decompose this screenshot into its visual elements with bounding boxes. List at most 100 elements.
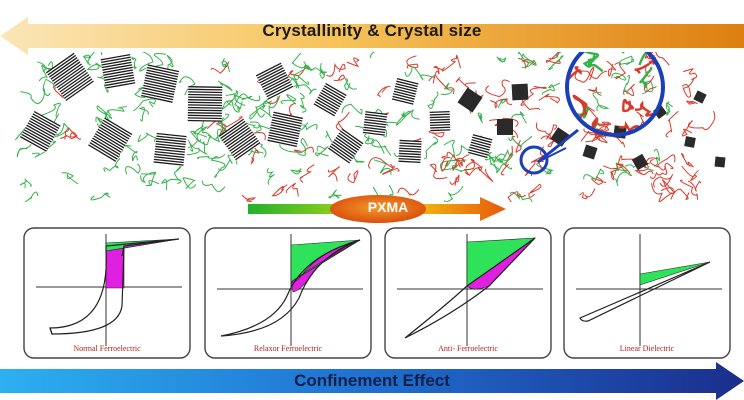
crystal-lamella xyxy=(362,111,388,137)
polymer-chain xyxy=(52,122,69,138)
polymer-chain xyxy=(314,145,329,157)
crystal-lamella xyxy=(693,90,707,104)
polymer-chain xyxy=(61,172,79,185)
polymer-chain xyxy=(493,153,514,174)
panel-relaxor-ferroelectric: Relaxor Ferroelectric xyxy=(203,226,373,360)
polymer-chain-zoomed xyxy=(582,52,600,68)
polymer-chain xyxy=(297,122,318,131)
polymer-chain xyxy=(290,168,302,175)
polymer-chain xyxy=(266,167,275,185)
polymer-chain xyxy=(245,121,260,129)
polymer-chain-zoomed xyxy=(591,117,599,130)
polymer-chain xyxy=(285,182,299,197)
polymer-chain xyxy=(428,75,455,95)
polymer-chain xyxy=(19,179,32,189)
crystal-lamella xyxy=(267,111,303,148)
polymer-chain xyxy=(241,95,261,102)
polymer-chain xyxy=(499,148,514,163)
polymer-chain xyxy=(665,110,679,138)
polymer-chain xyxy=(103,158,121,172)
polymer-chain xyxy=(451,158,463,169)
panel-linear-dielectric: Linear Dielectric xyxy=(562,226,732,360)
polymer-chain xyxy=(210,156,226,178)
polymer-chain xyxy=(234,93,249,111)
polymer-chain xyxy=(683,68,698,81)
polymer-chain xyxy=(364,132,392,156)
polymer-chain xyxy=(365,135,385,154)
polymer-chain xyxy=(687,110,716,131)
polymer-chain xyxy=(521,53,535,68)
crystal-lamella xyxy=(187,86,223,122)
polymer-chain xyxy=(187,136,211,148)
polymer-chain xyxy=(16,143,32,158)
polymer-chain xyxy=(344,78,358,91)
polymer-chain xyxy=(328,189,342,199)
polymer-chain xyxy=(335,111,350,135)
polymer-chain xyxy=(489,98,513,109)
polymer-chain xyxy=(221,58,230,73)
polymer-chain xyxy=(173,164,183,181)
polymer-chain xyxy=(194,125,212,138)
crystal-lamella xyxy=(684,136,696,148)
polymer-chain xyxy=(439,159,467,171)
polymer-chain xyxy=(370,52,375,59)
polymer-chain xyxy=(444,185,464,202)
polymer-chain-zoomed xyxy=(634,100,658,117)
crystal-lamella xyxy=(398,139,422,164)
crystal-lamella xyxy=(631,153,649,171)
crystal-lamella xyxy=(218,118,261,161)
polymer-chain xyxy=(319,62,327,80)
crystal-lamella xyxy=(19,111,61,153)
polymer-chain xyxy=(225,90,241,113)
polymer-chain xyxy=(508,135,533,147)
polymer-chain xyxy=(653,174,674,188)
polymer-chain xyxy=(137,132,160,143)
polymer-chain xyxy=(634,161,654,176)
polymer-chain xyxy=(429,163,448,180)
polymer-chain xyxy=(247,143,267,158)
crystal-lamella xyxy=(582,144,598,160)
confinement-arrow xyxy=(0,362,744,400)
polymer-chain xyxy=(427,91,439,110)
polymer-chain xyxy=(145,171,160,187)
polymer-chain xyxy=(241,194,256,202)
polymer-chain xyxy=(556,52,562,58)
polymer-chain xyxy=(140,171,156,184)
polymer-chain xyxy=(297,138,308,156)
polymer-chain xyxy=(406,55,419,69)
polymer-chain xyxy=(280,94,297,105)
polymer-chain xyxy=(541,82,561,95)
crystal-lamella xyxy=(511,83,529,101)
polymer-chain xyxy=(139,52,154,72)
crystal-lamella xyxy=(391,78,419,106)
polymer-chain xyxy=(660,179,676,195)
polymer-chain xyxy=(333,74,346,82)
crystallinity-arrow xyxy=(0,17,744,55)
polymer-chain xyxy=(579,188,596,200)
polymer-chain xyxy=(210,61,230,74)
polymer-chain xyxy=(583,128,608,144)
confinement-label: Confinement Effect xyxy=(294,371,450,390)
polymer-chain xyxy=(512,135,522,153)
polymer-chain xyxy=(37,61,53,73)
polymer-chain xyxy=(574,66,595,83)
polymer-chain xyxy=(182,177,197,190)
crystal-lamella xyxy=(497,119,513,135)
polymer-chain xyxy=(395,110,411,126)
polymer-chain xyxy=(580,129,607,142)
polymer-chain xyxy=(463,161,476,176)
polymer-chain xyxy=(649,154,676,168)
polymer-chain xyxy=(687,180,702,192)
polymer-chain xyxy=(623,83,635,97)
polymer-chain xyxy=(377,85,392,98)
panel-label-normal-ferroelectric: Normal Ferroelectric xyxy=(73,344,141,353)
crystal-lamella xyxy=(457,87,483,113)
morphology-illustration xyxy=(14,52,726,202)
polymer-chain xyxy=(491,153,507,164)
polymer-chain xyxy=(107,106,128,116)
polymer-chain xyxy=(649,165,668,179)
polymer-chain xyxy=(680,179,699,200)
polymer-chain xyxy=(299,164,315,183)
polymer-chain xyxy=(583,168,605,181)
polymer-chain xyxy=(42,78,56,97)
